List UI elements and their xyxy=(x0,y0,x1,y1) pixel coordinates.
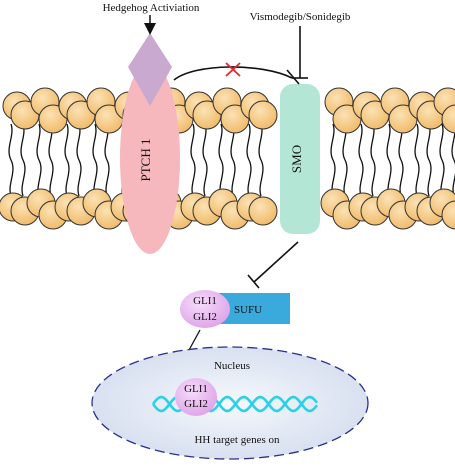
lipid-tails xyxy=(330,123,348,197)
target-genes-label: HH target genes on xyxy=(194,434,280,446)
smo-receptor: SMO xyxy=(280,84,320,234)
nucleus xyxy=(91,346,369,460)
gli2-label-nucleus: GLI2 xyxy=(184,398,208,410)
lipid-tails xyxy=(439,123,455,197)
ptch1-label: PTCH 1 xyxy=(138,139,153,182)
lipid-tails xyxy=(386,123,404,197)
gli-cytoplasm-blob xyxy=(180,290,230,328)
ptch-smo-inhibition-bar xyxy=(286,69,300,85)
lipid-tails xyxy=(218,123,236,197)
smo-sufu-inhibition-bar xyxy=(247,274,260,289)
gli1-label-top: GLI1 xyxy=(193,295,217,307)
sufu-label: SUFU xyxy=(234,304,262,316)
lipid-tails xyxy=(414,123,432,197)
hedgehog-activation-label: Hedgehog Activiation xyxy=(103,2,200,14)
lipid-tails xyxy=(36,123,54,197)
lipid-tails xyxy=(358,123,376,197)
lipid-tails xyxy=(8,123,26,197)
smo-body xyxy=(280,84,320,234)
lipid-head-inner xyxy=(248,196,278,226)
nucleus-label: Nucleus xyxy=(214,360,250,372)
lipid-tails xyxy=(246,123,264,197)
lipid-bilayer xyxy=(0,87,455,230)
lipid-tails xyxy=(64,123,82,197)
smo-label: SMO xyxy=(289,145,304,173)
lipid-head-outer xyxy=(441,104,455,134)
blocked-x-icon xyxy=(225,62,241,77)
lipid-head-inner xyxy=(441,200,455,230)
lipid-tails xyxy=(190,123,208,197)
lipid-tails xyxy=(92,123,110,197)
gli1-label-nucleus: GLI1 xyxy=(184,383,208,395)
ptch1-receptor: PTCH 1 xyxy=(120,62,180,254)
smo-sufu-inhibition-line xyxy=(253,241,299,283)
lipid-head-outer xyxy=(248,100,278,130)
ptch1-body xyxy=(120,62,180,254)
hedgehog-ligand xyxy=(128,33,172,106)
drug-label: Vismodegib/Sonidegib xyxy=(250,11,351,23)
dna-strand-2 xyxy=(151,395,319,413)
gli2-label-top: GLI2 xyxy=(193,311,217,323)
gli-nucleus-blob xyxy=(175,378,217,416)
